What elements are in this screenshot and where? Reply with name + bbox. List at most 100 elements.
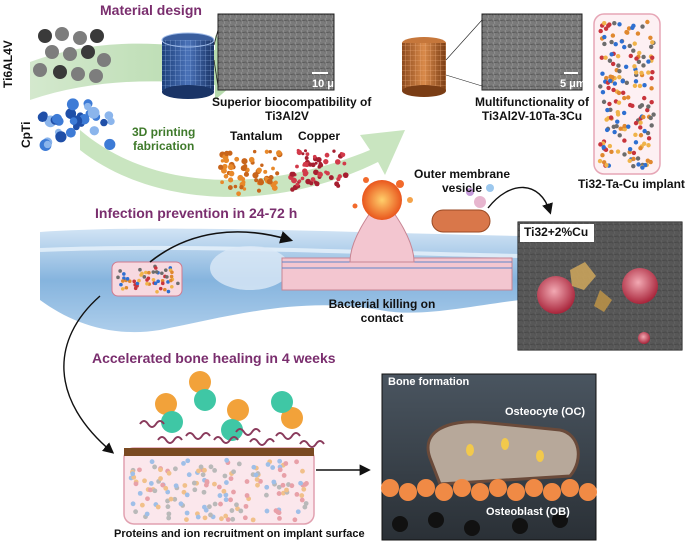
implant-particle xyxy=(645,107,650,113)
implant-particle xyxy=(204,479,210,484)
alloying-arrow xyxy=(80,130,405,197)
tantalum-particle xyxy=(242,187,247,191)
implant-particle xyxy=(649,99,654,105)
implant-particle xyxy=(182,483,188,488)
implant-particle xyxy=(125,277,130,281)
implant-particle xyxy=(230,516,236,522)
copper-particle xyxy=(313,169,319,176)
implant-particle xyxy=(236,461,242,467)
infection-arrow xyxy=(149,231,294,263)
tantalum-particle xyxy=(248,156,255,163)
implant-particle xyxy=(603,55,608,60)
implant-label: Ti32-Ta-Cu implant xyxy=(578,177,685,191)
implant-particle xyxy=(122,272,126,276)
osteoblast-cell xyxy=(579,483,597,501)
osteoblast-label: Osteoblast (OB) xyxy=(486,506,570,518)
implant-particle xyxy=(276,484,282,490)
implant-particle xyxy=(636,162,641,167)
implant-particle xyxy=(264,492,269,498)
implant-particle xyxy=(607,58,613,63)
implant-particle xyxy=(148,481,154,486)
implant-particle xyxy=(612,20,617,26)
copper-particles xyxy=(288,148,349,192)
osteoblast-cell xyxy=(525,479,543,497)
implant-particle xyxy=(144,511,150,517)
implant-particle xyxy=(650,40,655,45)
implant-particle xyxy=(196,468,201,474)
implant-particle xyxy=(299,493,305,498)
implant-particle xyxy=(633,132,638,138)
implant-particle xyxy=(289,483,295,489)
implant-particle xyxy=(169,284,174,289)
copper-particle xyxy=(324,152,330,158)
implant-particle xyxy=(139,502,145,508)
implant-particle xyxy=(621,110,627,116)
cpti-sphere xyxy=(104,111,114,120)
implant-particle xyxy=(601,145,606,150)
implant-particle xyxy=(626,26,632,31)
implant-particle xyxy=(151,270,156,274)
copper-particle xyxy=(318,161,323,166)
implant-particle xyxy=(208,512,213,518)
recruit-label: Proteins and ion recruitment on implant … xyxy=(114,528,365,540)
implant-particle xyxy=(255,482,260,488)
recruit-implant xyxy=(123,447,315,525)
tantalum-particle xyxy=(227,185,233,190)
protein-strand xyxy=(185,432,211,440)
cpti-powder xyxy=(37,98,116,151)
implant-particle xyxy=(604,163,609,168)
ti6al4v-sphere xyxy=(53,65,67,79)
implant-particle xyxy=(222,473,228,479)
implant-particle xyxy=(646,59,651,64)
tantalum-particle xyxy=(240,165,247,172)
osteoblast-cell xyxy=(543,483,561,501)
copper-particle xyxy=(302,163,306,167)
ti6al4v-sphere xyxy=(33,63,47,77)
implant-particle xyxy=(264,508,270,514)
cpti-sphere xyxy=(43,140,52,149)
ti6al4v-sphere xyxy=(63,47,77,61)
tantalum-particle xyxy=(220,180,224,185)
implant-particle xyxy=(173,466,178,472)
implant-particle xyxy=(133,481,139,487)
vessel-implant xyxy=(111,261,183,297)
implant-particle xyxy=(163,268,168,272)
tantalum-particle xyxy=(224,150,230,157)
implant-particle xyxy=(165,504,171,510)
implant-particle xyxy=(120,287,125,291)
copper-particle xyxy=(334,159,341,165)
ti6al4v-sphere xyxy=(71,67,85,81)
tantalum-particle xyxy=(228,177,234,183)
ti6al4v-powder xyxy=(33,27,111,83)
copper-particle xyxy=(342,172,349,179)
implant-particle xyxy=(632,83,638,88)
implant-particle xyxy=(271,479,277,485)
copper-particle xyxy=(340,152,346,158)
osteocyte-label: Osteocyte (OC) xyxy=(505,406,586,418)
ti32-cu-sem-panel xyxy=(517,221,683,351)
implant-particle xyxy=(604,117,609,122)
cpti-sphere xyxy=(100,118,108,127)
implant-particle xyxy=(601,99,607,105)
tantalum-particle xyxy=(271,184,278,191)
copper-particle xyxy=(312,154,317,159)
implant-particle xyxy=(154,270,159,274)
3d-printing-label: 3D printing fabrication xyxy=(132,125,196,153)
implant-particle xyxy=(609,39,614,45)
implant-particle xyxy=(137,278,141,283)
implant-particle xyxy=(184,510,190,516)
implant-particle xyxy=(212,501,218,507)
implant-particle xyxy=(122,276,126,281)
implant-particle xyxy=(147,270,151,275)
implant-particle xyxy=(251,464,257,470)
implant-particle xyxy=(166,280,170,284)
implant-particle xyxy=(284,487,289,493)
implant-particle xyxy=(638,120,643,125)
implant-particle xyxy=(298,480,303,486)
implant-particle xyxy=(641,114,646,120)
implant-particle xyxy=(617,22,622,27)
implant-particle xyxy=(200,472,206,478)
implant-particle xyxy=(195,514,201,520)
copper-particle xyxy=(303,149,308,153)
implant-particle xyxy=(613,41,618,47)
